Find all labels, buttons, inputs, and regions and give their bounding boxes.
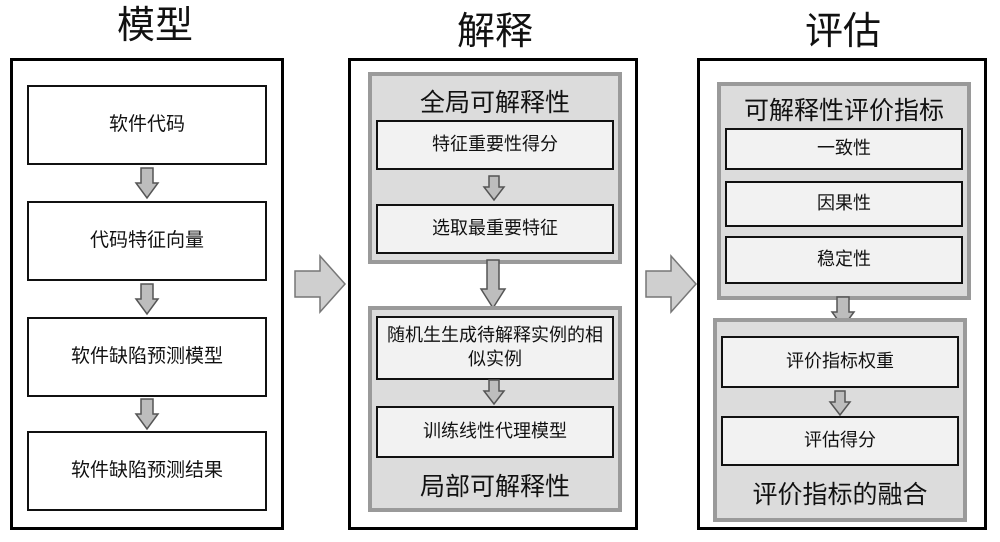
model-step-code-feature-vector: 代码特征向量	[27, 201, 267, 281]
model-column-title: 模型	[116, 3, 193, 47]
evaluation-score-box: 评估得分	[721, 416, 959, 466]
right-arrow-icon	[645, 254, 698, 314]
model-step-defect-prediction-result: 软件缺陷预测结果	[27, 431, 267, 511]
metric-consistency-box: 一致性	[725, 128, 963, 170]
explain-column-title: 解释	[456, 9, 533, 53]
model-step-defect-prediction-model: 软件缺陷预测模型	[27, 317, 267, 397]
down-arrow-icon	[134, 167, 160, 200]
explainability-metrics-title: 可解释性评价指标	[743, 96, 944, 125]
generate-similar-instances-box: 随机生生成待解释实例的相似实例	[376, 316, 614, 380]
feature-importance-score-box: 特征重要性得分	[376, 120, 614, 170]
down-arrow-icon	[828, 390, 852, 417]
local-explainability-title: 局部可解释性	[419, 472, 570, 501]
metric-causality-box: 因果性	[725, 181, 963, 227]
metric-fusion-title: 评价指标的融合	[752, 480, 928, 509]
evaluate-column-title: 评估	[804, 9, 881, 53]
select-top-features-box: 选取最重要特征	[376, 204, 614, 254]
down-arrow-icon	[482, 379, 506, 406]
metric-stability-box: 稳定性	[725, 236, 963, 284]
right-arrow-icon	[294, 254, 347, 314]
model-step-software-code: 软件代码	[27, 85, 267, 165]
down-arrow-icon	[134, 283, 160, 316]
down-arrow-icon	[482, 175, 506, 202]
global-explainability-title: 全局可解释性	[419, 88, 570, 117]
train-linear-surrogate-box: 训练线性代理模型	[376, 406, 614, 458]
metric-weight-box: 评价指标权重	[721, 336, 959, 388]
down-arrow-icon	[134, 398, 160, 431]
down-arrow-icon	[479, 259, 507, 310]
